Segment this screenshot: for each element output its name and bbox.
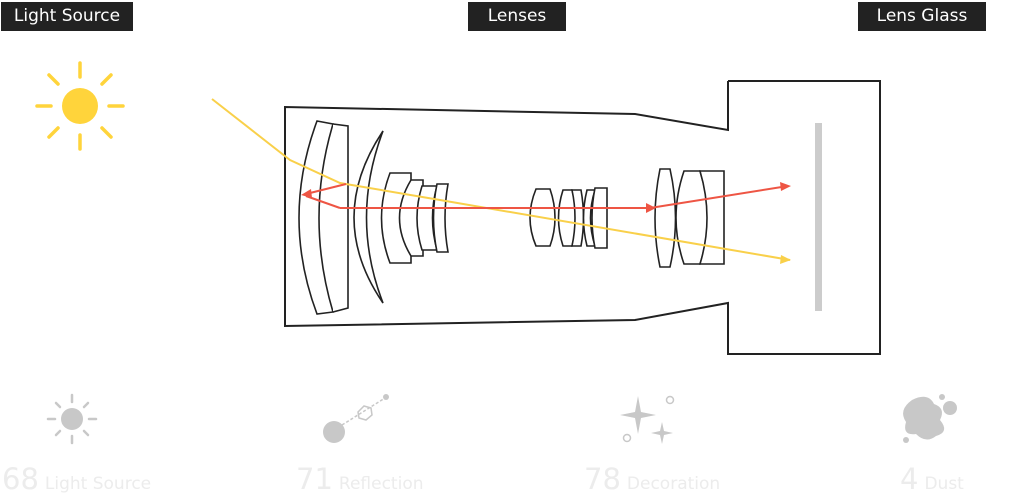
dust-icon[interactable]: [903, 394, 957, 443]
lens-glass-tag[interactable]: Lens Glass: [858, 2, 986, 31]
stat-label: Light Source: [44, 474, 152, 494]
light-source-tag[interactable]: Light Source: [1, 2, 133, 31]
stat-value: 68: [2, 462, 39, 496]
reflection-ray: [305, 183, 789, 209]
lens-elements[interactable]: [298, 120, 725, 315]
stat-value: 71: [296, 462, 333, 496]
stat-value: 78: [584, 462, 621, 496]
stat-value: 4: [900, 462, 919, 496]
sensor-plate: [815, 123, 822, 311]
sun-icon[interactable]: [35, 61, 125, 151]
reflection-icon[interactable]: [323, 394, 389, 443]
stat-label: Dust: [924, 474, 964, 494]
sun-icon[interactable]: [46, 393, 98, 445]
stat-label: Decoration: [626, 474, 721, 494]
sparkle-icon[interactable]: [620, 395, 675, 444]
lens-barrel: [284, 80, 881, 355]
light-ray: [211, 98, 791, 261]
stat-label: Reflection: [338, 474, 424, 494]
lenses-tag[interactable]: Lenses: [468, 2, 566, 31]
